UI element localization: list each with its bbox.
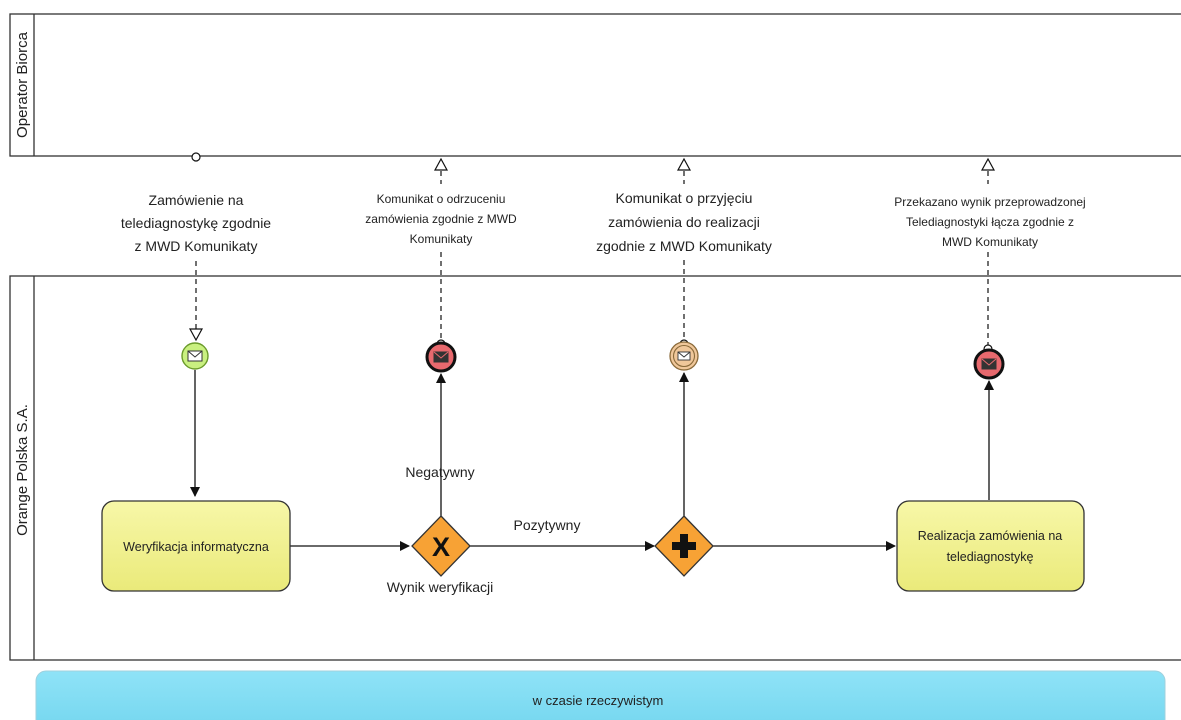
task-realization-line-2: telediagnostykę [947,550,1034,564]
intermediate-message-event [669,341,699,371]
flow-label-positive: Pozytywny [514,517,581,533]
start-message-event [181,342,209,370]
pool-label-operator: Operator Biorca [14,31,31,138]
message-1-line-1: Zamówienie na [149,192,244,208]
envelope-icon [677,351,691,361]
gateway-label: Wynik weryfikacji [387,579,493,595]
message-1-line-2: telediagnostykę zgodnie [121,215,271,231]
message-label-1: Zamówienie na telediagnostykę zgodnie z … [121,192,271,254]
end-message-event-result [973,348,1005,380]
pool-label-orange: Orange Polska S.A. [14,404,31,536]
message-2-line-1: Komunikat o odrzuceniu [377,192,506,206]
envelope-icon [981,358,997,370]
sequence-flows [190,370,994,551]
pool-orange-polska: Orange Polska S.A. [9,275,1181,661]
message-3-line-1: Komunikat o przyjęciu [616,190,753,206]
task-weryfikacja[interactable]: Weryfikacja informatyczna [101,500,291,592]
parallel-gateway[interactable] [654,515,714,577]
message-label-3: Komunikat o przyjęciu zamówienia do real… [596,190,772,254]
plus-icon [672,534,696,558]
exclusive-gateway[interactable]: X [411,515,471,577]
message-4-line-3: MWD Komunikaty [942,235,1038,249]
message-4-line-2: Telediagnostyki łącza zgodnie z [906,215,1074,229]
end-message-event-reject [425,341,457,373]
envelope-icon [187,350,203,362]
message-3-line-3: zgodnie z MWD Komunikaty [596,238,772,254]
flow-label-negative: Negatywny [405,464,474,480]
task-realization-line-1: Realizacja zamówienia na [918,529,1063,543]
message-label-4: Przekazano wynik przeprowadzonej Teledia… [894,195,1085,249]
message-1-line-3: z MWD Komunikaty [135,238,258,254]
gateway-x-icon: X [432,532,450,562]
message-2-line-3: Komunikaty [410,232,473,246]
message-label-2: Komunikat o odrzuceniu zamówienia zgodni… [365,192,517,246]
pool-operator-biorca: Operator Biorca [9,13,1181,157]
message-3-line-2: zamówienia do realizacji [608,214,760,230]
task-verification-label: Weryfikacja informatyczna [123,540,269,554]
envelope-icon [433,351,449,363]
footer-text: w czasie rzeczywistym [532,693,664,708]
message-4-line-1: Przekazano wynik przeprowadzonej [894,195,1085,209]
message-flow-1 [188,152,204,342]
task-realizacja[interactable]: Realizacja zamówienia na telediagnostykę [896,500,1085,592]
footer-bar: w czasie rzeczywistym [35,670,1166,720]
message-2-line-2: zamówienia zgodnie z MWD [365,212,517,226]
